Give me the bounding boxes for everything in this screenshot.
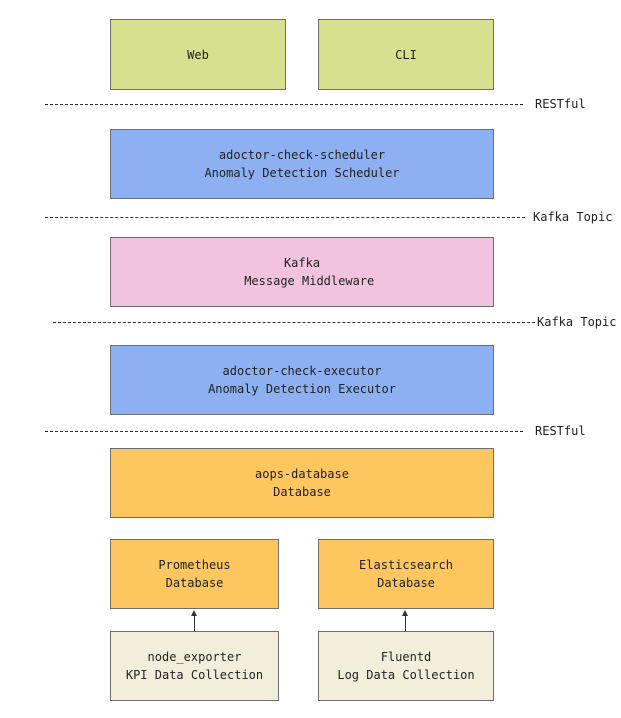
cli-label: CLI xyxy=(395,47,417,62)
web-box: Web xyxy=(110,19,286,90)
separator-line xyxy=(45,104,523,105)
prometheus-box: Prometheus Database xyxy=(110,539,279,609)
elasticsearch-box: Elasticsearch Database xyxy=(318,539,494,609)
kafka-box: Kafka Message Middleware xyxy=(110,237,494,307)
web-label: Web xyxy=(187,47,209,62)
separator-kafka-topic-bottom: Kafka Topic xyxy=(0,315,621,330)
separator-line xyxy=(45,431,523,432)
node-exporter-box: node_exporter KPI Data Collection xyxy=(110,631,279,701)
executor-box: adoctor-check-executor Anomaly Detection… xyxy=(110,345,494,415)
aops-database-name: aops-database xyxy=(255,467,349,481)
separator-restful-bottom: RESTful xyxy=(0,424,621,439)
executor-name: adoctor-check-executor xyxy=(222,364,382,378)
executor-desc: Anomaly Detection Executor xyxy=(208,382,396,396)
prometheus-desc: Database xyxy=(165,576,224,590)
separator-label: RESTful xyxy=(535,424,586,438)
fluentd-desc: Log Data Collection xyxy=(337,668,475,682)
arrow-up-icon xyxy=(402,610,408,616)
node-exporter-name: node_exporter xyxy=(147,650,242,664)
separator-kafka-topic-top: Kafka Topic xyxy=(0,210,621,225)
fluentd-box: Fluentd Log Data Collection xyxy=(318,631,494,701)
arrow-connector xyxy=(405,615,406,631)
cli-box: CLI xyxy=(318,19,494,90)
aops-database-box: aops-database Database xyxy=(110,448,494,518)
scheduler-desc: Anomaly Detection Scheduler xyxy=(204,166,400,180)
node-exporter-desc: KPI Data Collection xyxy=(125,668,264,682)
separator-restful-top: RESTful xyxy=(0,97,621,112)
separator-label: Kafka Topic xyxy=(533,210,613,224)
prometheus-name: Prometheus xyxy=(158,558,231,572)
aops-database-desc: Database xyxy=(273,485,331,499)
elasticsearch-desc: Database xyxy=(377,576,435,590)
scheduler-box: adoctor-check-scheduler Anomaly Detectio… xyxy=(110,129,494,199)
kafka-name: Kafka xyxy=(283,256,321,270)
fluentd-name: Fluentd xyxy=(380,650,432,664)
separator-line xyxy=(53,322,535,323)
elasticsearch-name: Elasticsearch xyxy=(359,558,453,572)
scheduler-name: adoctor-check-scheduler xyxy=(218,148,386,162)
arrow-up-icon xyxy=(191,610,197,616)
kafka-desc: Message Middleware xyxy=(229,274,375,288)
separator-label: Kafka Topic xyxy=(537,315,617,329)
separator-label: RESTful xyxy=(535,97,586,111)
arrow-connector xyxy=(194,615,195,631)
separator-line xyxy=(45,217,525,218)
